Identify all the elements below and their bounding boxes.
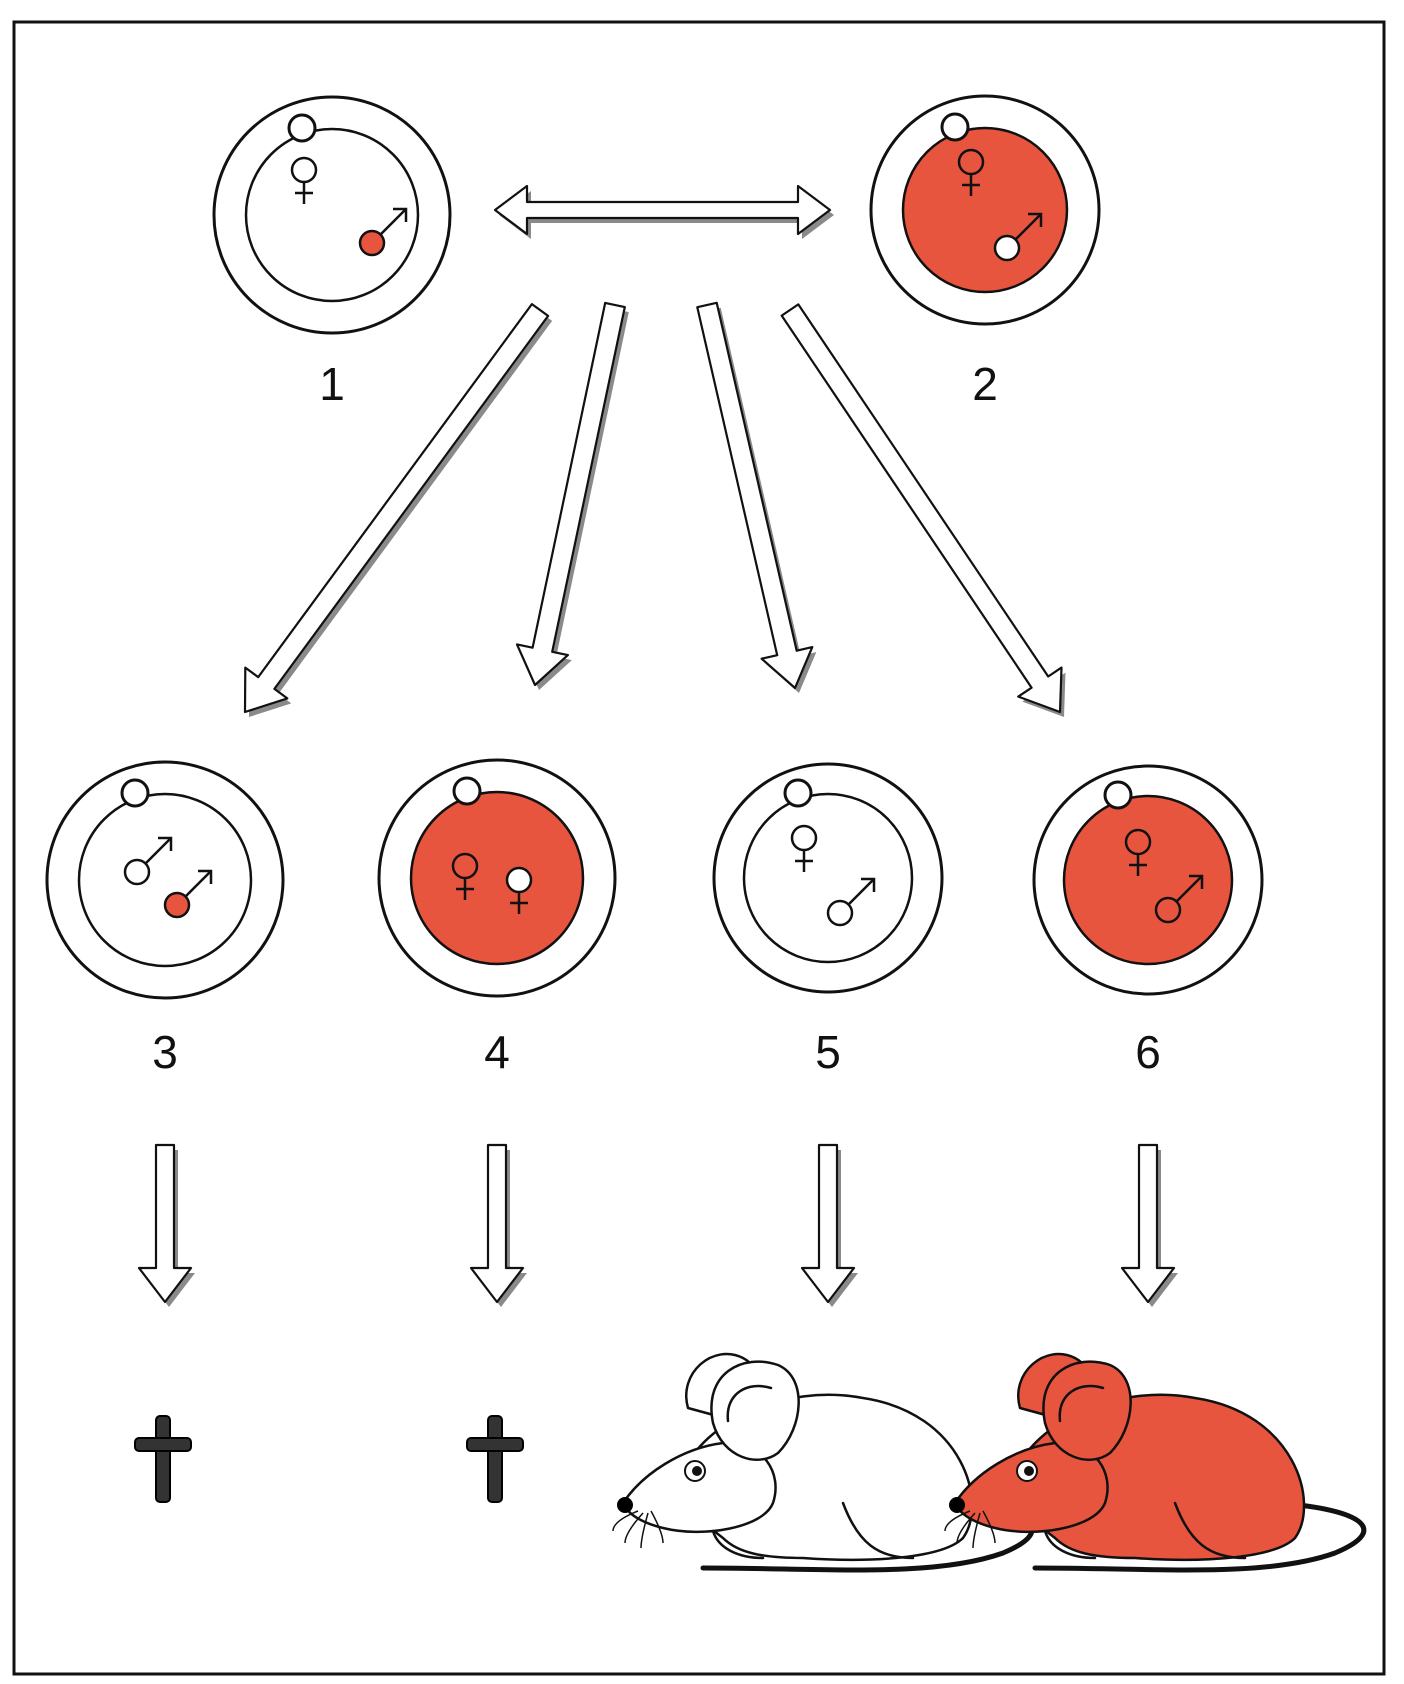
cell-label-6: 6 [1135, 1026, 1161, 1078]
arrow-down-5 [800, 1143, 858, 1307]
polar-body [783, 778, 813, 808]
double-arrow [493, 184, 834, 239]
arrow-to-cell-4 [515, 301, 629, 690]
zygote-cell-6: 6 [1032, 764, 1264, 1078]
zygote-cell-1: 1 [212, 95, 452, 410]
polar-body [452, 776, 482, 806]
male-pronucleus [993, 212, 1043, 262]
polar-body [120, 778, 150, 808]
cell-label-3: 3 [152, 1026, 178, 1078]
cytoplasm [244, 127, 420, 303]
female-pronucleus [451, 852, 479, 900]
cytoplasm [742, 792, 914, 964]
polar-body [287, 113, 317, 143]
zygote-cell-2: 2 [869, 94, 1101, 410]
arrow-down-4 [469, 1143, 527, 1307]
zygote-cell-3: 3 [45, 760, 285, 1078]
male-pronucleus [163, 869, 213, 919]
cell-label-4: 4 [484, 1026, 510, 1078]
male-pronucleus [123, 836, 173, 886]
death-cross-icon [466, 1415, 524, 1503]
white-mouse [612, 1352, 1035, 1573]
cytoplasm [409, 790, 585, 966]
cell-label-5: 5 [815, 1026, 841, 1078]
cytoplasm [901, 126, 1069, 294]
female-pronucleus [505, 866, 533, 914]
female-pronucleus [290, 156, 318, 204]
arrow-to-cell-3 [243, 303, 553, 717]
cell-label-1: 1 [319, 358, 345, 410]
outcomes [134, 1352, 1367, 1573]
arrow-down-6 [1120, 1143, 1178, 1307]
polar-body [940, 112, 970, 142]
red-mouse [944, 1352, 1367, 1573]
cytoplasm [77, 792, 253, 968]
female-pronucleus [1124, 828, 1152, 876]
male-pronucleus [826, 877, 876, 927]
cytoplasm [1062, 794, 1234, 966]
cell-label-2: 2 [972, 358, 998, 410]
arrows [137, 184, 1178, 1307]
zygote-cell-4: 4 [377, 758, 617, 1078]
zygote-cell-5: 5 [712, 762, 944, 1078]
arrow-down-3 [137, 1143, 195, 1307]
arrow-to-cell-5 [696, 301, 817, 693]
arrow-to-cell-6 [780, 303, 1066, 717]
female-pronucleus [790, 824, 818, 872]
male-pronucleus [358, 207, 408, 257]
polar-body [1103, 780, 1133, 810]
male-pronucleus [1154, 874, 1204, 924]
female-pronucleus [957, 148, 985, 196]
death-cross-icon [134, 1415, 192, 1503]
cells: 1 2 3 4 5 6 [45, 94, 1264, 1078]
